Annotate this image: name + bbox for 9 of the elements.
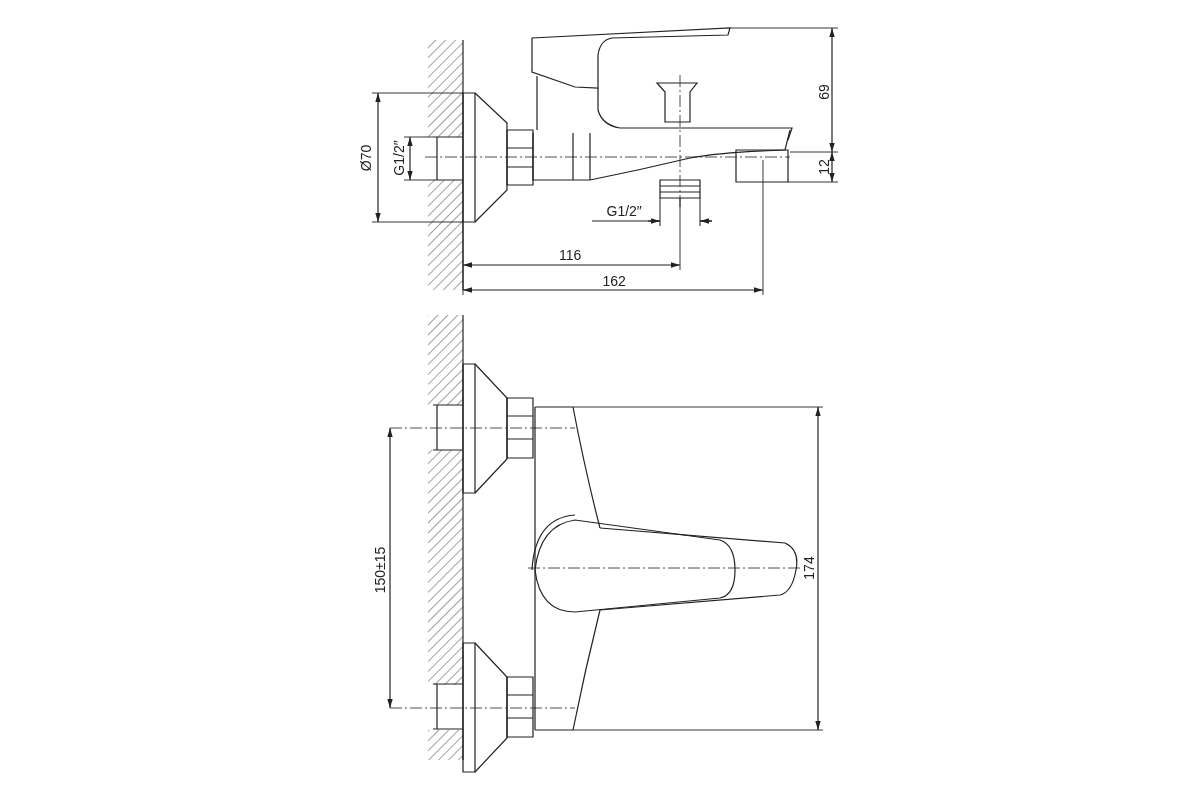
dimension-label: Ø70 bbox=[358, 144, 375, 172]
dimension-label: G1/2″ bbox=[390, 140, 407, 176]
dimension-label: G1/2″ bbox=[606, 203, 642, 219]
dimension-label: 150±15 bbox=[371, 546, 388, 594]
dimension-label: 116 bbox=[559, 247, 582, 263]
dimension-label: 162 bbox=[602, 273, 626, 289]
dimension-label: 69 bbox=[815, 84, 832, 100]
dimension-label: 174 bbox=[800, 556, 817, 580]
dimension-label: 12 bbox=[815, 159, 832, 175]
